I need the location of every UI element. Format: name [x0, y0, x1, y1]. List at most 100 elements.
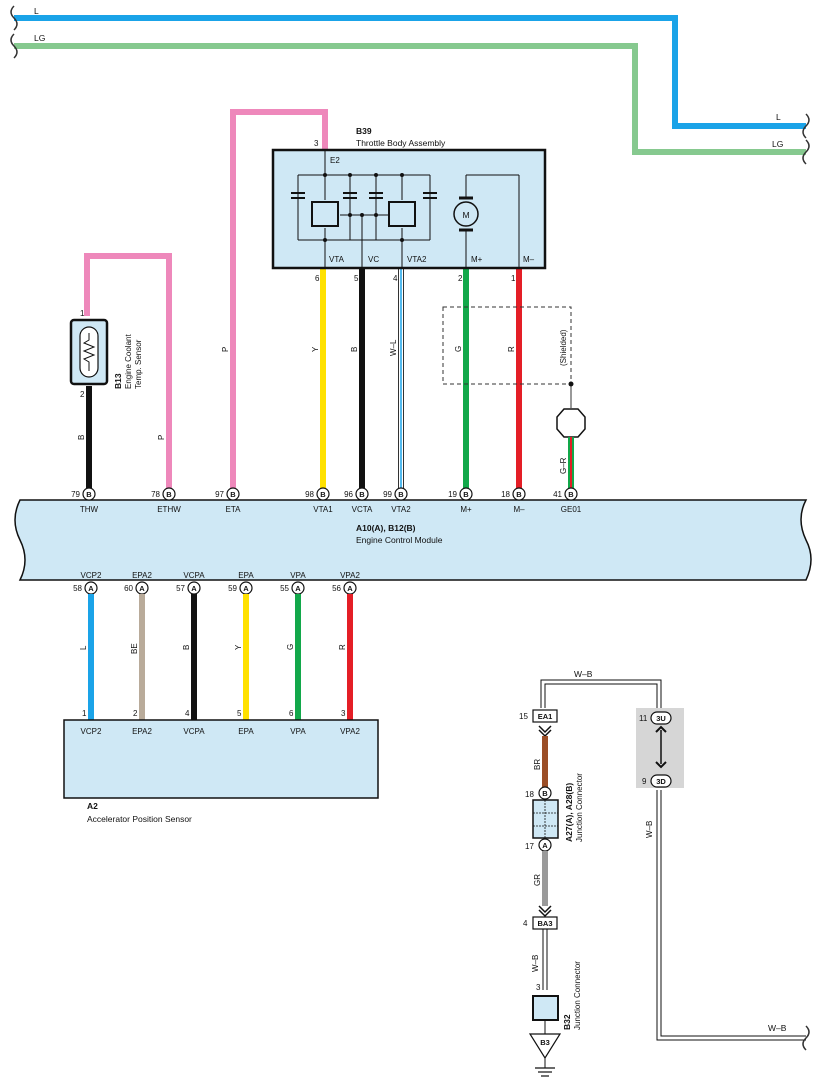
pin-number: 55	[280, 584, 289, 593]
b39-pin-5: 5	[354, 274, 359, 283]
motor-icon	[453, 201, 479, 227]
wire-label-eta: P	[221, 347, 230, 352]
a2-pin-5: 5	[237, 709, 242, 718]
pin-connector-letter: A	[347, 584, 353, 593]
pin-circle	[316, 487, 330, 501]
b32-box	[532, 995, 559, 1021]
pin-terminal-label: EPA	[238, 571, 254, 580]
wb-label-mid: W–B	[531, 955, 540, 972]
pin-number: 56	[332, 584, 341, 593]
b39-sensor-1	[311, 201, 339, 227]
b39-term-mminus: M–	[523, 255, 535, 264]
pin-connector-letter: B	[516, 490, 522, 499]
b39-e2-pin: 3	[314, 139, 319, 148]
a2-code: A2	[87, 801, 98, 811]
conn-3u	[650, 711, 672, 725]
a2-term-vpa2: VPA2	[340, 727, 360, 736]
chevron-up-icon	[655, 725, 667, 733]
wire-label-ge01: G–R	[559, 457, 568, 474]
pin-number: 19	[448, 490, 457, 499]
pin-connector-letter: B	[463, 490, 469, 499]
jc-pin-b-circle	[538, 786, 552, 800]
b32-pin: 3	[536, 983, 541, 992]
wire-label-ethw: P	[157, 435, 166, 440]
ba3-label: BA3	[537, 919, 552, 928]
b13-pin-1: 1	[80, 309, 85, 318]
node	[400, 238, 404, 242]
a2-box	[63, 719, 379, 799]
node	[323, 238, 327, 242]
wb-wire-loop	[540, 679, 806, 1041]
wire-label-gr: GR	[533, 874, 542, 886]
chevron-down-icon	[655, 761, 667, 769]
break-mark-bottom	[802, 1025, 810, 1051]
ecm-code: A10(A), B12(B)	[356, 523, 416, 533]
a2-pin-3: 3	[341, 709, 346, 718]
pin-number: 59	[228, 584, 237, 593]
pin-terminal-label: VPA	[290, 571, 306, 580]
pin-number: 99	[383, 490, 392, 499]
chevron-down-icon	[538, 725, 552, 738]
b39-term-mplus: M+	[471, 255, 483, 264]
b39-motor-circuit	[459, 174, 520, 268]
pin-number: 97	[215, 490, 224, 499]
pin-terminal-label: ETHW	[157, 505, 181, 514]
conn-3d	[650, 774, 672, 788]
break-mark-left	[10, 5, 18, 59]
pin-terminal-label: EPA2	[132, 571, 152, 580]
conn-3u-label: 3U	[656, 714, 666, 723]
wire-label-mplus: G	[454, 346, 463, 352]
wire-lg	[14, 43, 806, 155]
b3-label: B3	[540, 1038, 550, 1047]
ecm-name: Engine Control Module	[356, 535, 443, 545]
wire-lg-label: LG	[34, 33, 45, 43]
pin-number: 98	[305, 490, 314, 499]
pin-connector-letter: B	[398, 490, 404, 499]
wb-label-top: W–B	[574, 669, 593, 679]
pin-terminal-label: VTA2	[391, 505, 411, 514]
node	[374, 173, 378, 177]
pin-connector-letter: A	[191, 584, 197, 593]
a2-term-vcp2: VCP2	[81, 727, 102, 736]
pin-connector-letter: A	[243, 584, 249, 593]
pin-terminal-label: GE01	[561, 505, 582, 514]
jc-code: A27(A), A28(B)	[564, 783, 574, 842]
b39-term-vc: VC	[368, 255, 379, 264]
motor-label: M	[462, 210, 469, 220]
wire-label-mminus: R	[507, 346, 516, 352]
pin-terminal-label: VTA1	[313, 505, 333, 514]
pin-connector-letter: A	[88, 584, 94, 593]
ba3-connector	[532, 916, 558, 930]
pin-terminal-label: VCTA	[352, 505, 373, 514]
ground-triangle	[528, 1033, 562, 1060]
b39-term-vta: VTA	[329, 255, 345, 264]
b39-pin-6: 6	[315, 274, 320, 283]
b13-pin-2: 2	[80, 390, 85, 399]
pin-connector-letter: A	[139, 584, 145, 593]
wire-label-vcta: B	[350, 347, 359, 352]
pin-terminal-label: VCP2	[81, 571, 102, 580]
pin-connector-letter: B	[320, 490, 326, 499]
accelerator-position-sensor: A2 Accelerator Position Sensor 1 2 4 5 6…	[63, 709, 379, 824]
b39-pin-1: 1	[511, 274, 516, 283]
wire-lg-right-label: LG	[772, 139, 783, 149]
pin-number: 58	[73, 584, 82, 593]
wire-ethw	[84, 253, 172, 488]
pin-number: 18	[501, 490, 510, 499]
thermistor-icon	[79, 326, 99, 378]
node	[323, 173, 327, 177]
shield-ground-octagon	[556, 408, 586, 438]
ba3-pin: 4	[523, 919, 528, 928]
chevron-down-icon	[538, 905, 552, 918]
pin-number: 41	[553, 490, 562, 499]
pin-circle	[226, 487, 240, 501]
junction-connector-box	[532, 799, 559, 839]
throttle-body-assembly: B39 Throttle Body Assembly 3 E2	[271, 126, 547, 283]
